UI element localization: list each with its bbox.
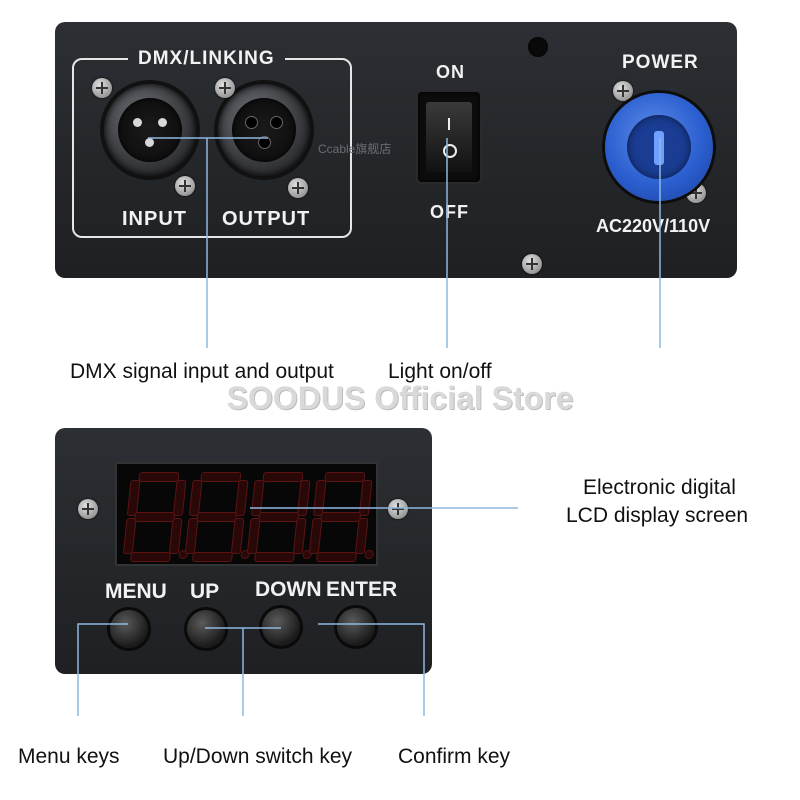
screw-icon [78,499,98,519]
xlr-hole [270,116,283,129]
power-title: POWER [622,52,699,73]
xlr-pin [133,118,142,127]
dmx-input-socket [118,98,182,162]
dmx-linking-title: DMX/LINKING [128,48,285,70]
led-segment [191,552,234,562]
dmx-input-connector[interactable] [104,84,196,176]
led-segment [315,552,358,562]
down-button-label: DOWN [255,578,322,601]
led-segment [234,480,249,516]
input-label: INPUT [122,208,187,230]
screw-icon [288,178,308,198]
led-segment [320,512,362,522]
on-mark-icon [448,118,450,130]
led-segment [172,480,187,516]
switch-off-label: OFF [430,202,469,222]
powercon-key-icon [654,131,664,165]
led-segment [262,472,304,482]
led-segment [253,552,296,562]
screw-icon [175,176,195,196]
rocker [426,102,472,172]
watermark: SOODUS Official Store [226,380,574,416]
enter-button[interactable] [337,608,375,646]
led-digit [246,472,313,562]
xlr-pin [158,118,167,127]
led-segment [246,518,261,554]
led-segment [134,512,176,522]
led-segment [308,518,323,554]
mounting-hole [528,37,548,57]
menu-button-label: MENU [105,580,167,603]
dmx-output-connector[interactable] [218,84,310,176]
output-label: OUTPUT [222,208,311,230]
led-segment [230,518,245,554]
annotation-updown: Up/Down switch key [163,745,353,768]
led-segment [184,518,199,554]
screw-icon [613,81,633,101]
led-segment [296,480,311,516]
screw-icon [388,499,408,519]
xlr-hole [245,116,258,129]
led-segment [196,512,238,522]
led-segment [258,512,300,522]
xlr-pin [145,138,154,147]
led-display-value: 8.8.8.8. [115,462,116,463]
switch-on-label: ON [436,62,465,82]
led-segment [312,480,327,516]
led-segment [358,480,373,516]
faint-logo-text: Ccable旗舰店 [318,142,392,156]
led-segment [200,472,242,482]
down-button[interactable] [262,608,300,646]
dmx-output-socket [232,98,296,162]
voltage-label: AC220V/110V [596,216,711,236]
up-button-label: UP [190,580,220,603]
led-decimal-point [364,550,375,559]
led-digit [122,472,189,562]
led-segment [188,480,203,516]
menu-button[interactable] [110,610,148,648]
led-segment [168,518,183,554]
led-segment [122,518,137,554]
power-rocker-switch[interactable] [418,92,480,182]
enter-button-label: ENTER [326,578,398,601]
powercon-socket [627,115,691,179]
led-segment [250,480,265,516]
led-segment [126,480,141,516]
powercon-inlet[interactable] [605,93,713,201]
screw-icon [92,78,112,98]
led-digit [308,472,375,562]
up-button[interactable] [187,610,225,648]
annotation-confirm: Confirm key [398,745,511,768]
led-segment [354,518,369,554]
off-mark-icon [443,144,457,158]
screw-icon [522,254,542,274]
led-display: 8.8.8.8. [115,462,378,566]
led-segment [129,552,172,562]
led-segment [292,518,307,554]
annotation-menu: Menu keys [18,745,120,768]
annotation-lcd-line1: Electronic digital [583,476,736,499]
led-segment [138,472,180,482]
annotation-lcd-line2: LCD display screen [566,504,749,527]
screw-icon [215,78,235,98]
xlr-hole [258,136,271,149]
annotation-light: Light on/off [388,360,492,383]
annotation-dmx: DMX signal input and output [70,360,334,383]
led-digit [184,472,251,562]
led-segment [324,472,366,482]
